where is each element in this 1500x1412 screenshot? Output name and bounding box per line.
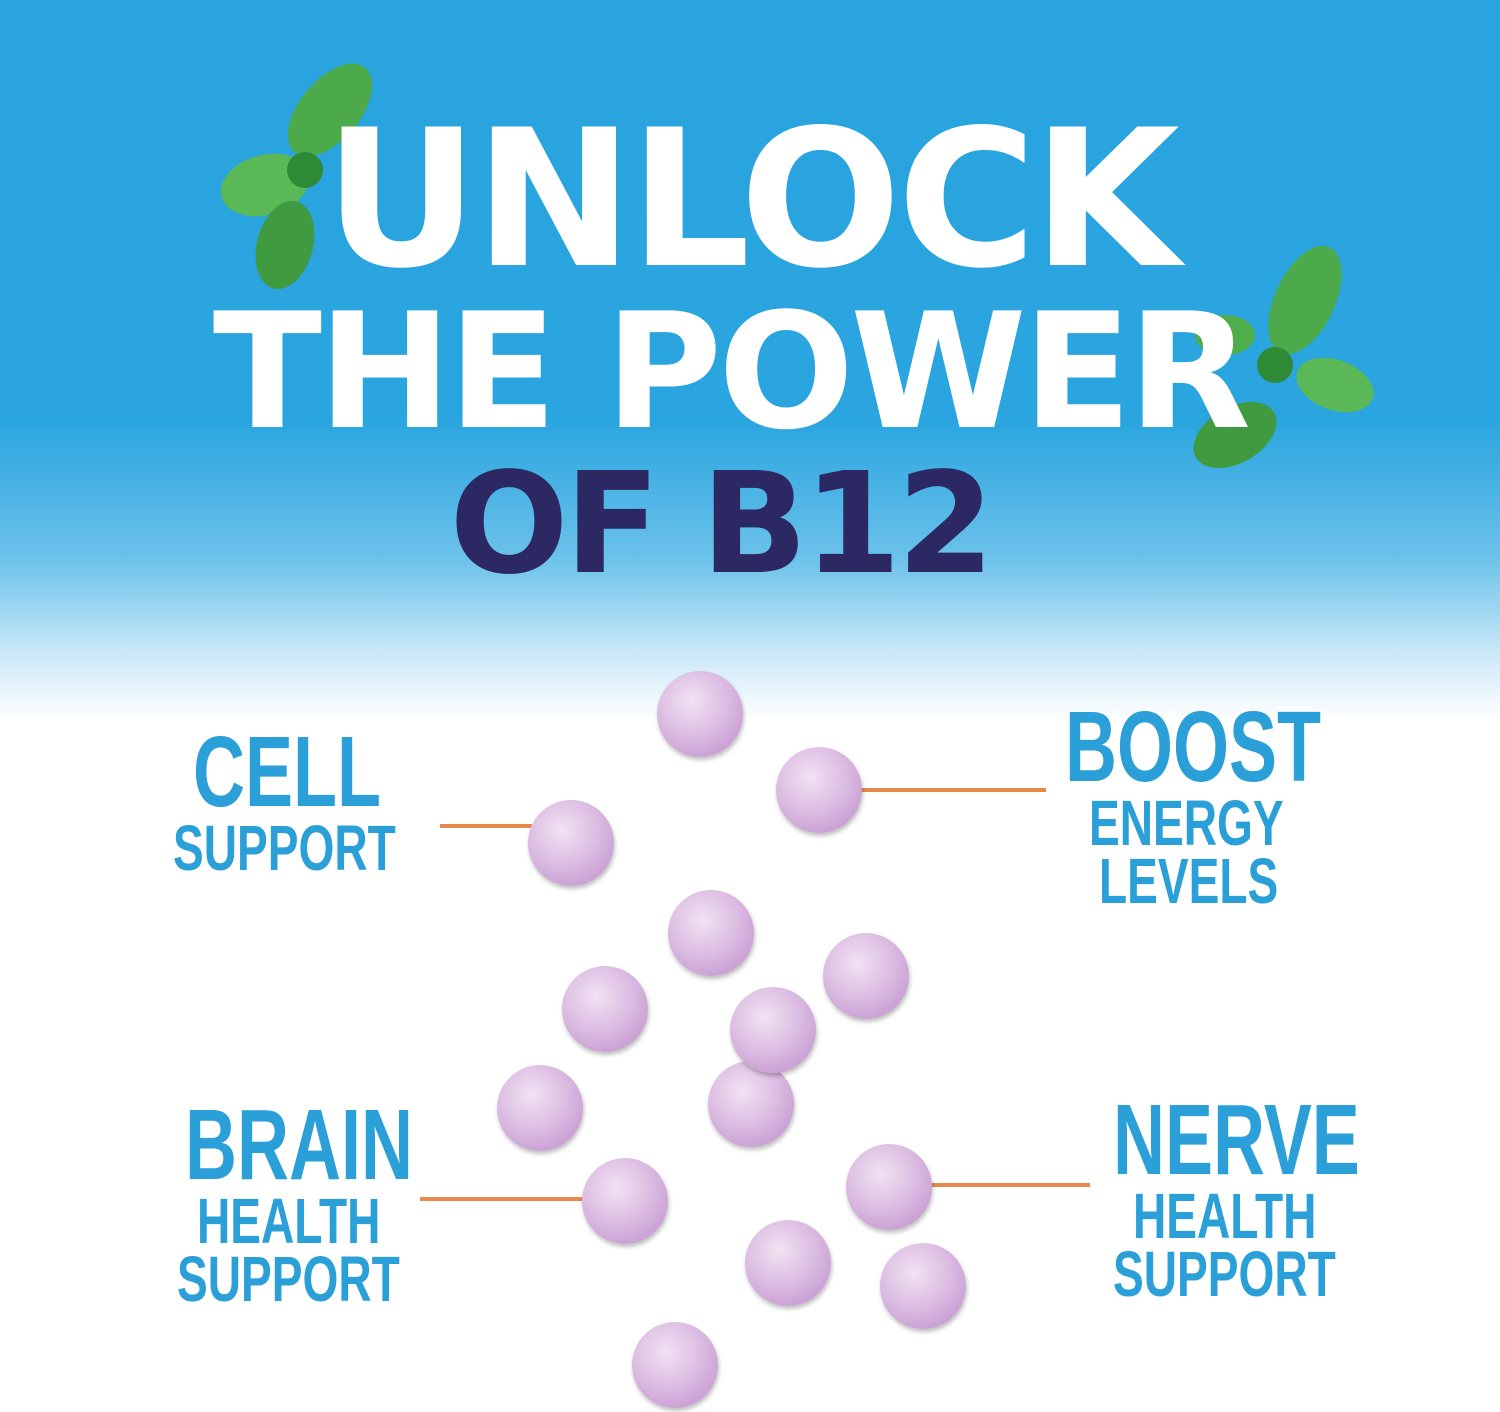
benefit-nerve-health: NERVE HEALTH SUPPORT: [1113, 1090, 1456, 1306]
tablet-image: [632, 1322, 718, 1408]
tablet-image: [668, 890, 754, 976]
benefit-title: CELL: [193, 716, 381, 828]
connector-line: [420, 1197, 584, 1201]
benefit-title: BRAIN: [185, 1089, 413, 1201]
benefit-subtitle: HEALTH: [197, 1185, 381, 1257]
tablet-image: [708, 1061, 794, 1147]
connector-line: [930, 1183, 1090, 1187]
benefit-title: NERVE: [1113, 1084, 1360, 1196]
tablet-image: [582, 1158, 668, 1244]
benefit-boost-energy: BOOST ENERGY LEVELS: [1065, 697, 1421, 913]
tablet-image: [823, 933, 909, 1019]
headline-line-3: OF B12: [449, 443, 995, 606]
headline-line-2: THE POWER: [212, 278, 1251, 465]
tablet-image: [497, 1065, 583, 1151]
tablet-image: [745, 1220, 831, 1306]
tablet-image: [730, 987, 816, 1073]
tablet-image: [528, 800, 614, 886]
mint-leaf-icon: [1193, 245, 1374, 469]
tablet-image: [846, 1144, 932, 1230]
benefit-subtitle: ENERGY: [1089, 787, 1284, 859]
benefit-subtitle: LEVELS: [1099, 845, 1279, 917]
benefit-subtitle: SUPPORT: [177, 1243, 400, 1315]
benefit-title: BOOST: [1065, 691, 1322, 803]
benefit-subtitle: SUPPORT: [1113, 1238, 1336, 1310]
mint-leaf-icon: [220, 63, 373, 290]
connector-line: [440, 824, 532, 828]
headline-line-1: UNLOCK: [324, 89, 1180, 310]
tablet-image: [880, 1243, 966, 1329]
connector-line: [860, 788, 1046, 792]
tablet-image: [657, 671, 743, 757]
benefit-brain-health: BRAIN HEALTH SUPPORT: [177, 1089, 502, 1311]
benefit-subtitle: HEALTH: [1133, 1180, 1317, 1252]
benefit-cell-support: CELL SUPPORT: [173, 716, 482, 880]
benefit-subtitle: SUPPORT: [173, 812, 396, 884]
tablet-image: [776, 747, 862, 833]
tablet-image: [562, 966, 648, 1052]
